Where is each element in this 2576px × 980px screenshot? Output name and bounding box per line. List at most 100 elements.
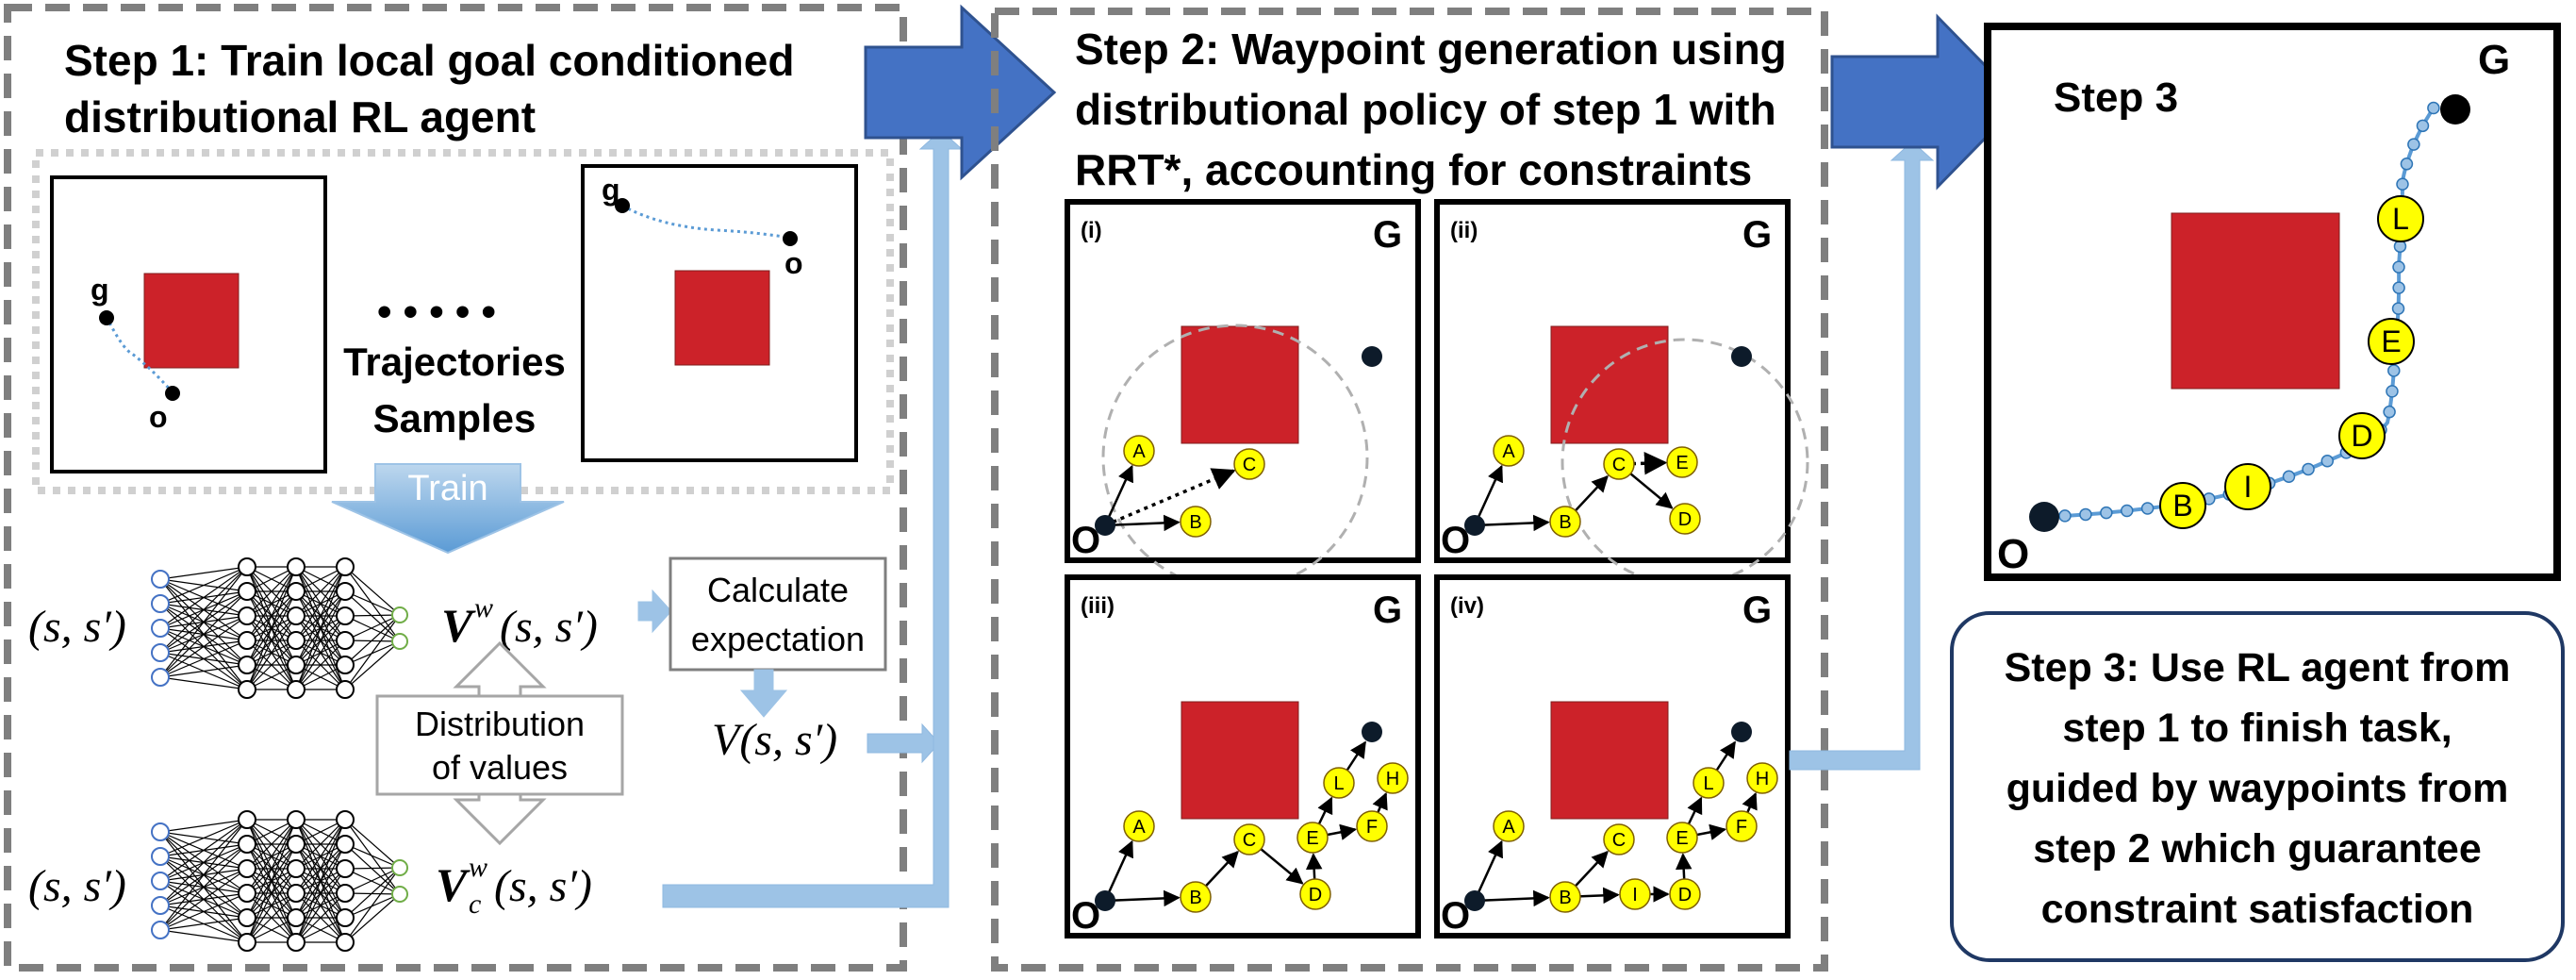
waypoint-node [2338,412,2386,459]
trajectory-bead [2079,507,2092,522]
value-net-symbol: V [441,599,476,652]
tree-edge [1372,791,1388,815]
network-neuron [287,908,305,927]
waypoint-label: C [1243,455,1256,475]
waypoint-node [1726,810,1758,842]
waypoint-node [2224,463,2271,510]
tree-edge [1477,839,1503,894]
calc-expectation-box [669,556,887,672]
svg-text:V: V [441,599,476,652]
obstacle [2171,212,2340,390]
samples-label-line1: Trajectories [343,340,566,384]
trajectory-bead [2386,385,2399,398]
cost-net-symbol: V [436,858,471,911]
waypoint-node [2377,195,2424,242]
network-neuron [336,557,355,576]
waypoint-label: E [2381,324,2401,358]
rrt-panels: ABC(i)GOABCDE(ii)GOABCDEFHL(iii)GOABCDEF… [1065,199,1809,938]
start-node [1464,890,1485,911]
cost-net-args: (s, s′) [494,861,592,911]
network-output-neuron [391,886,408,903]
value-network [151,557,408,699]
network-neuron [336,606,355,625]
waypoint-label: H [1386,769,1399,789]
tree-edge [1316,796,1333,826]
network-neuron [336,859,355,878]
network-output-neuron [391,606,408,623]
step3-description-box: Step 3: Use RL agent from step 1 to fini… [1950,611,2565,962]
trajectory-bead [2320,455,2335,468]
goal-label: G [1742,214,1772,256]
network-neuron [287,884,305,903]
tree-edge [1203,850,1239,889]
input-label-bottom: (s, s′) [28,861,126,911]
trajectory-bead [2302,462,2315,476]
network-neuron [336,908,355,927]
trajectory-bead [2387,364,2401,377]
network-neuron [287,859,305,878]
waypoint-label: D [2351,419,2372,453]
goal-label: g [91,273,109,307]
network-neuron [151,896,170,915]
trajectory-bead [2140,502,2155,515]
network-neuron [336,933,355,952]
network-neuron [151,570,170,589]
to-calc-arrow [637,589,672,634]
tree-edge [1258,846,1304,885]
waypoint-node [1746,762,1778,794]
step2-to-step3-connector [1789,141,1935,771]
panel-id-label: (iii) [1081,593,1115,619]
candidate-edge [1631,451,1668,475]
waypoint-node [1377,762,1409,794]
svg-text:c: c [469,889,481,920]
obstacle [143,273,239,369]
tree-edge [1714,740,1736,772]
goal-node [1731,722,1752,742]
tree-edge [1107,839,1133,894]
network-neuron [238,606,256,625]
step1-title-line2: distributional RL agent [64,92,536,141]
samples-label-line2: Samples [373,396,537,440]
trajectory-bead [2282,470,2296,484]
waypoint-node [1356,810,1388,842]
network-neuron [287,656,305,674]
start-node [1095,890,1115,911]
tree-edge [1573,850,1609,889]
waypoint-label: E [1306,828,1318,849]
tree-edge [1482,889,1550,907]
waypoint-label: A [1502,817,1515,838]
goal-node [1362,346,1382,367]
tree-edge [1345,740,1366,772]
calc-label-line1: Calculate [707,571,849,609]
waypoint-node [1693,767,1725,799]
trajectory-sample-1: g o [50,175,327,473]
calc-down-arrow [739,669,788,718]
cost-net-output: V w c (s, s′) [436,852,592,920]
network-neuron [287,606,305,625]
start-node [1095,515,1115,536]
step3-panel-title: Step 3 [2054,75,2178,121]
waypoint-label: C [1243,830,1256,851]
goal-label: G [1742,590,1772,631]
waypoint-label: H [1756,769,1769,789]
waypoint-node [1296,822,1329,854]
network-neuron [238,557,256,576]
goal-label: G [1373,214,1402,256]
waypoint-node [1123,435,1155,467]
start-node [1464,515,1485,536]
network-neuron [238,859,256,878]
waypoint-label: I [2244,470,2253,504]
waypoint-node [2368,318,2415,365]
network-neuron [238,656,256,674]
cost-network [151,810,408,952]
trajectory-bead [2392,281,2405,294]
waypoint-label: A [1502,441,1515,462]
cost-net-sup: w [469,852,487,883]
waypoint-node [1603,448,1635,480]
network-neuron [151,921,170,939]
step1-to-step2-arrow [864,4,1057,181]
tree-edge [1675,853,1693,882]
